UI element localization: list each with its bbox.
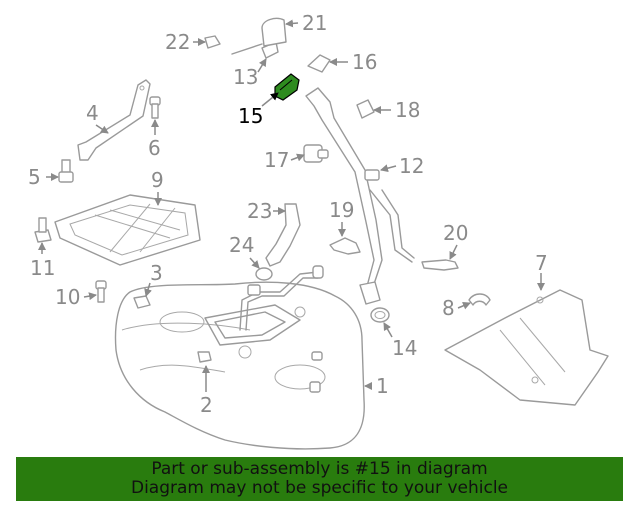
callout-19[interactable]: 19 (329, 198, 354, 222)
bolt-part-10[interactable] (95, 280, 107, 303)
clip-part-22[interactable] (204, 35, 221, 49)
callout-20[interactable]: 20 (443, 221, 468, 245)
heat-shield-part-7[interactable] (444, 289, 609, 406)
callout-4[interactable]: 4 (86, 101, 99, 125)
callout-13[interactable]: 13 (233, 65, 258, 89)
parts-diagram: 1 2 3 4 5 6 7 8 9 10 11 12 13 14 15 16 1… (28, 11, 609, 450)
callout-12[interactable]: 12 (399, 154, 424, 178)
callout-18[interactable]: 18 (395, 98, 420, 122)
clip-part-2[interactable] (197, 351, 212, 363)
highlighted-part-15[interactable] (274, 73, 300, 101)
callout-21[interactable]: 21 (302, 11, 327, 35)
filler-pipe-part-12[interactable] (305, 87, 415, 305)
clamp-part-24[interactable] (255, 267, 273, 281)
callout-labels: 1 2 3 4 5 6 7 8 9 10 11 12 13 14 15 16 1… (28, 11, 548, 417)
callout-14[interactable]: 14 (392, 336, 417, 360)
bolt-part-6[interactable] (149, 96, 161, 119)
valve-part-17[interactable] (303, 144, 329, 163)
callout-22[interactable]: 22 (165, 30, 190, 54)
callout-2[interactable]: 2 (200, 393, 213, 417)
part-16[interactable] (307, 54, 331, 73)
callout-5[interactable]: 5 (28, 165, 41, 189)
clamp-part-14[interactable] (370, 307, 390, 323)
tank-strap[interactable] (77, 79, 151, 161)
callout-11[interactable]: 11 (30, 256, 55, 280)
callout-9[interactable]: 9 (151, 168, 164, 192)
hose-part-23[interactable] (265, 203, 301, 267)
banner-line-disclaimer: Diagram may not be specific to your vehi… (130, 478, 508, 498)
part-note-banner: Part or sub-assembly is #15 in diagram D… (16, 457, 623, 501)
fuel-tank[interactable] (114, 265, 365, 450)
callout-1[interactable]: 1 (376, 374, 389, 398)
under-cover-part-9[interactable] (54, 194, 201, 266)
clip-part-8[interactable] (468, 293, 491, 306)
callout-6[interactable]: 6 (148, 136, 161, 160)
callout-17[interactable]: 17 (264, 148, 289, 172)
callout-23[interactable]: 23 (247, 199, 272, 223)
bracket-part-20[interactable] (421, 259, 459, 271)
fuel-cap-part-21[interactable] (231, 17, 287, 55)
callout-7[interactable]: 7 (535, 251, 548, 275)
callout-16[interactable]: 16 (352, 50, 377, 74)
bracket-part-19[interactable] (329, 237, 361, 255)
leader-lines (38, 19, 545, 392)
callout-8[interactable]: 8 (442, 296, 455, 320)
bolt-part-5[interactable] (58, 159, 74, 183)
callout-10[interactable]: 10 (55, 285, 80, 309)
callout-3[interactable]: 3 (150, 261, 163, 285)
banner-line-part-number: Part or sub-assembly is #15 in diagram (151, 459, 488, 479)
callout-24[interactable]: 24 (229, 233, 254, 257)
callout-15-highlighted[interactable]: 15 (238, 104, 263, 128)
part-18[interactable] (356, 99, 375, 119)
clip-part-3[interactable] (133, 295, 151, 309)
bolt-part-11[interactable] (34, 217, 52, 243)
